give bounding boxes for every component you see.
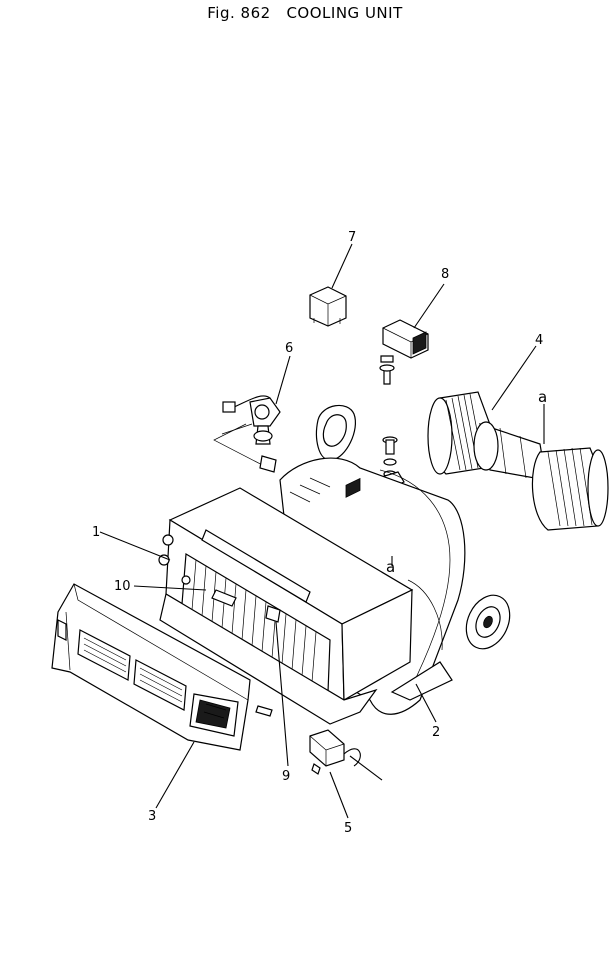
part-7-relay <box>309 286 347 327</box>
grille-screw <box>255 705 273 717</box>
part-8-resistor <box>379 319 429 385</box>
callout-7: 7 <box>348 230 356 245</box>
callout-6: 6 <box>285 341 293 356</box>
callout-a-top: a <box>538 388 547 406</box>
part-6-expansion-valve <box>213 395 281 473</box>
callout-5: 5 <box>344 821 352 836</box>
callout-8: 8 <box>441 267 449 282</box>
callout-labels: 7 8 4 6 a a 1 10 2 9 3 5 <box>92 230 547 836</box>
callout-9: 9 <box>282 769 290 784</box>
part-3-front-grille <box>51 583 251 751</box>
fan-hub <box>465 594 511 650</box>
callout-1: 1 <box>92 525 100 540</box>
figure-title: Fig. 862 COOLING UNIT <box>207 4 403 22</box>
callout-4: 4 <box>535 333 543 348</box>
callout-3: 3 <box>148 809 156 824</box>
callout-10: 10 <box>114 579 131 594</box>
callout-a-center: a <box>386 558 395 576</box>
part-5-switch <box>309 729 383 781</box>
part-4-blower-motor <box>427 391 609 531</box>
cooling-unit-case <box>158 477 414 725</box>
callout-2: 2 <box>432 725 440 740</box>
leader-lines <box>99 243 545 819</box>
gasket-ring <box>315 404 356 461</box>
